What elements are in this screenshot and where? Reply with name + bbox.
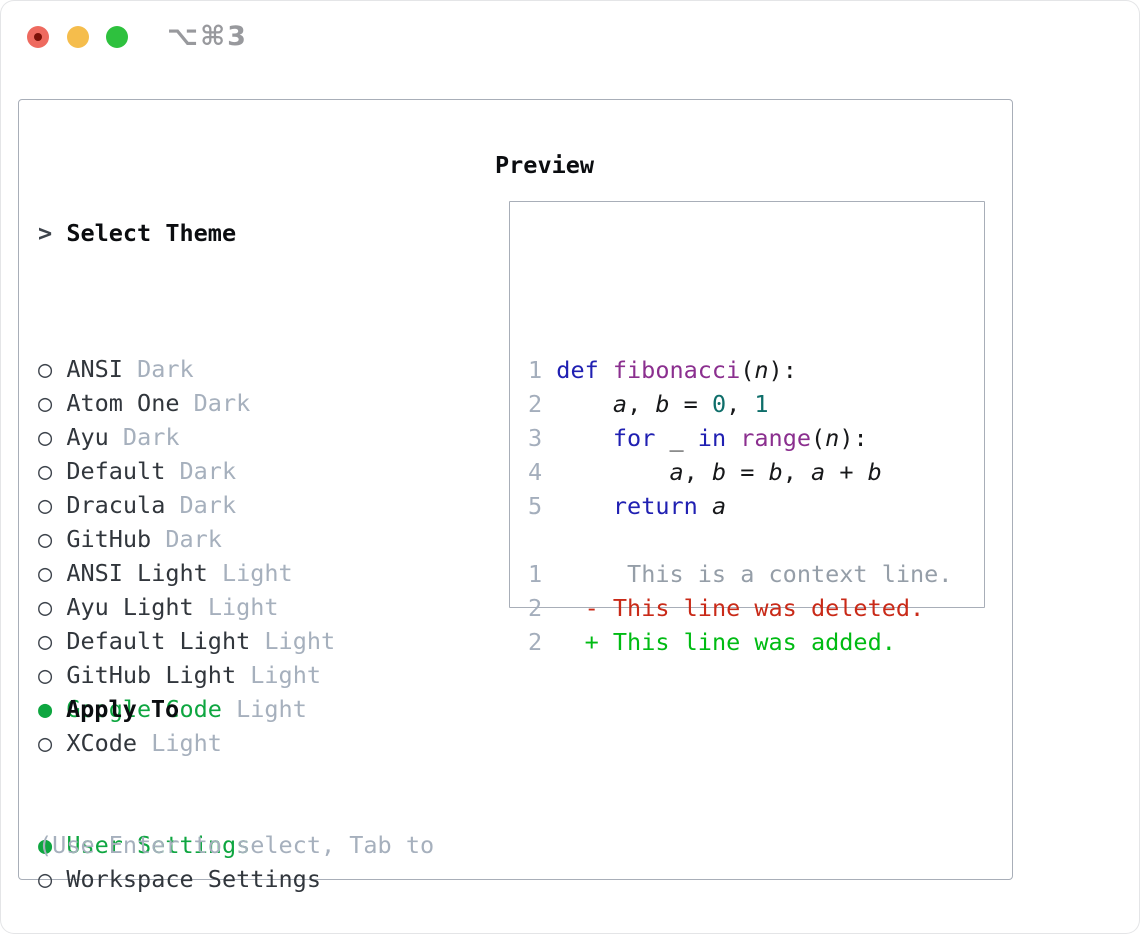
close-button[interactable] [27, 26, 49, 48]
theme-variant-badge: Dark [193, 389, 251, 417]
option-label: Ayu Light [66, 593, 194, 621]
preview-line: 2 a, b = 0, 1 [528, 390, 769, 418]
apply-to-header: Apply To [38, 692, 321, 726]
apply-to-label: Apply To [66, 695, 180, 723]
option-label: Dracula [66, 491, 166, 519]
theme-option[interactable]: ○ Dracula Dark [38, 488, 335, 522]
theme-variant-badge: Light [236, 695, 307, 723]
apply-to-section: Apply To ● User Settings○ Workspace Sett… [38, 624, 321, 896]
option-label: Workspace Settings [66, 865, 321, 893]
theme-option[interactable]: ○ Atom One Dark [38, 386, 335, 420]
radio-unselected-icon: ○ [38, 593, 53, 621]
radio-selected-icon: ● [38, 695, 53, 723]
radio-unselected-icon: ○ [38, 865, 53, 893]
radio-unselected-icon: ○ [38, 525, 53, 553]
theme-variant-badge: Light [151, 729, 222, 757]
cursor-marker: > [38, 219, 53, 247]
option-label: GitHub Light [66, 661, 237, 689]
option-label: XCode [66, 729, 138, 757]
theme-option[interactable]: ○ Default Dark [38, 454, 335, 488]
theme-option[interactable]: ○ XCode Light [38, 726, 335, 760]
theme-variant-badge: Dark [179, 457, 237, 485]
zoom-button[interactable] [106, 26, 128, 48]
radio-unselected-icon: ○ [38, 423, 53, 451]
select-theme-label: Select Theme [66, 219, 237, 247]
preview-line: 2 - This line was deleted. [528, 594, 925, 622]
preview-line: 3 for _ in range(n): [528, 424, 868, 452]
theme-option[interactable]: ○ GitHub Light Light [38, 658, 335, 692]
option-label: GitHub [66, 525, 152, 553]
help-line-1: (Use Enter to select, Tab to [38, 831, 435, 859]
theme-variant-badge: Dark [179, 491, 237, 519]
preview-line: 4 a, b = b, a + b [528, 458, 882, 486]
radio-unselected-icon: ○ [38, 491, 53, 519]
help-text: (Use Enter to select, Tab to change focu… [38, 760, 434, 934]
radio-unselected-icon: ○ [38, 457, 53, 485]
radio-selected-icon: ● [38, 831, 53, 859]
preview-header: Preview [495, 151, 595, 179]
option-label: Atom One [66, 389, 180, 417]
theme-variant-badge: Light [221, 559, 293, 587]
option-label: Default Light [66, 627, 251, 655]
theme-option[interactable]: ○ ANSI Light Light [38, 556, 335, 590]
radio-unselected-icon: ○ [38, 627, 53, 655]
option-label: ANSI [66, 355, 123, 383]
theme-variant-badge: Light [207, 593, 279, 621]
theme-option[interactable]: ○ Default Light Light [38, 624, 335, 658]
option-label: User Settings [66, 831, 251, 859]
help-line-2: change focus) [38, 930, 434, 934]
apply-option[interactable]: ○ Workspace Settings [38, 862, 321, 896]
theme-option[interactable]: ● Google Code Light [38, 692, 335, 726]
preview-line: 5 return a [528, 492, 727, 520]
theme-variant-badge: Light [250, 661, 321, 689]
preview-line [528, 523, 952, 557]
option-label: ANSI Light [66, 559, 208, 587]
theme-variant-badge: Dark [122, 423, 180, 451]
option-label: Google Code [66, 695, 222, 723]
radio-unselected-icon: ○ [38, 661, 53, 689]
radio-unselected-icon: ○ [38, 559, 53, 587]
apply-option[interactable]: ● User Settings [38, 828, 321, 862]
preview-line: 2 + This line was added. [528, 628, 896, 656]
theme-variant-badge: Dark [137, 355, 194, 383]
preview-code: 1 def fibonacci(n): 2 a, b = 0, 1 3 for _ … [528, 251, 952, 659]
option-label: Ayu [66, 423, 109, 451]
minimize-button[interactable] [67, 26, 89, 48]
theme-variant-badge: Light [264, 627, 336, 655]
radio-unselected-icon: ○ [38, 729, 53, 757]
theme-option[interactable]: ○ Ayu Light Light [38, 590, 335, 624]
theme-option[interactable]: ○ Ayu Dark [38, 420, 335, 454]
preview-line: 1 This is a context line. [528, 560, 953, 588]
select-theme-header: > Select Theme [38, 216, 335, 250]
unsaved-dot-icon [34, 33, 42, 41]
preview-line: 1 def fibonacci(n): [528, 356, 797, 384]
theme-variant-badge: Dark [165, 525, 222, 553]
radio-unselected-icon: ○ [38, 355, 53, 383]
preview-box [509, 201, 985, 608]
theme-option[interactable]: ○ ANSI Dark [38, 352, 335, 386]
window-title: ⌥⌘3 [167, 21, 248, 52]
theme-option[interactable]: ○ GitHub Dark [38, 522, 335, 556]
theme-list: > Select Theme ○ ANSI Dark○ Atom One Dar… [38, 148, 335, 760]
option-label: Default [66, 457, 166, 485]
radio-unselected-icon: ○ [38, 389, 53, 417]
